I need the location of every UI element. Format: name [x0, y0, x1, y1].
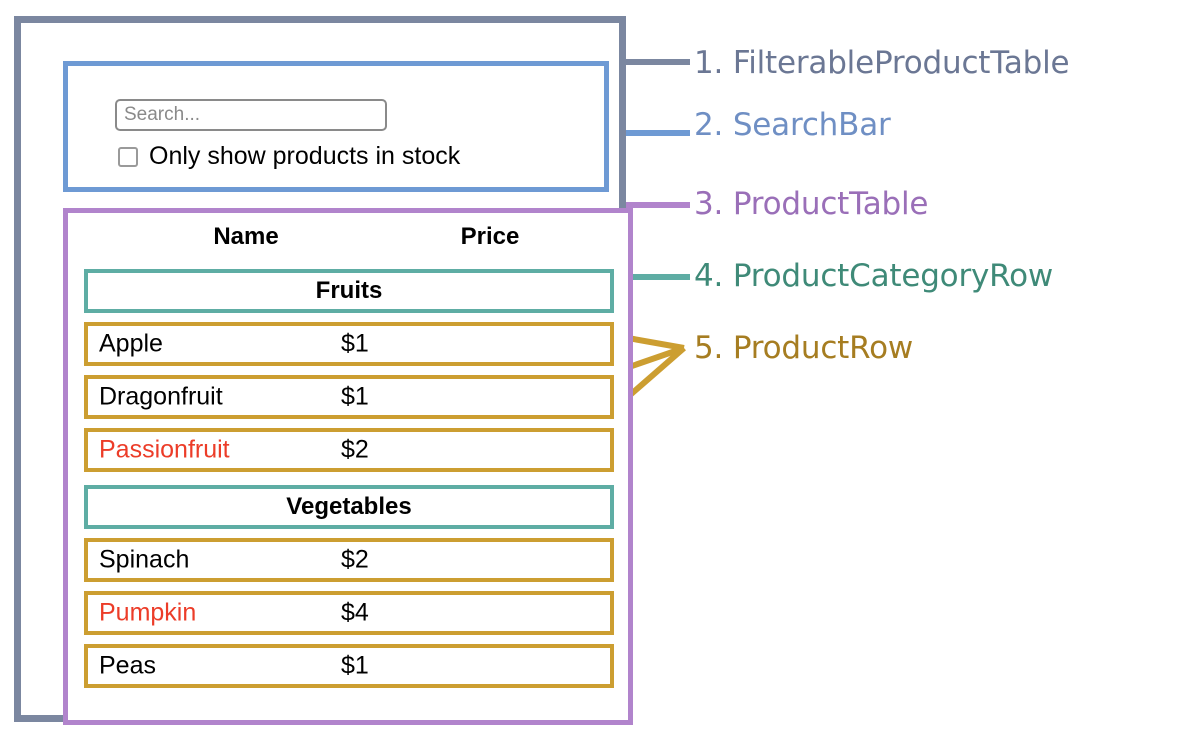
product-row: Passionfruit $2: [84, 428, 614, 472]
product-name: Dragonfruit: [99, 382, 223, 411]
product-price: $1: [341, 651, 369, 680]
product-row: Spinach $2: [84, 538, 614, 582]
product-price: $1: [341, 329, 369, 358]
product-price: $4: [341, 598, 369, 627]
search-bar-frame: Search... Only show products in stock: [63, 61, 609, 192]
product-table-header: Name Price: [68, 223, 618, 259]
product-row: Pumpkin $4: [84, 591, 614, 635]
product-category-row: Fruits: [84, 269, 614, 313]
product-row: Dragonfruit $1: [84, 375, 614, 419]
product-name: Pumpkin: [99, 598, 197, 627]
product-name: Peas: [99, 651, 156, 680]
product-table-body: Fruits Apple $1 Dragonfruit $1 Passionfr…: [84, 269, 614, 697]
product-price: $2: [341, 545, 369, 574]
legend-label-search-bar: 2. SearchBar: [694, 107, 891, 143]
product-table-frame: Name Price Fruits Apple $1 Dragonfruit $…: [63, 208, 633, 725]
product-category-label: Vegetables: [286, 493, 412, 520]
legend-label-product-category-row: 4. ProductCategoryRow: [694, 258, 1054, 294]
product-category-row: Vegetables: [84, 485, 614, 529]
product-row: Apple $1: [84, 322, 614, 366]
search-input[interactable]: Search...: [115, 99, 387, 131]
product-price: $2: [341, 435, 369, 464]
product-price: $1: [341, 382, 369, 411]
column-header-price: Price: [460, 223, 520, 250]
product-name: Spinach: [99, 545, 190, 574]
product-name: Apple: [99, 329, 163, 358]
in-stock-checkbox[interactable]: [118, 146, 138, 167]
filterable-product-table-frame: Search... Only show products in stock Na…: [14, 16, 633, 725]
product-row: Peas $1: [84, 644, 614, 688]
in-stock-checkbox-label: Only show products in stock: [149, 142, 461, 170]
product-category-label: Fruits: [315, 277, 383, 304]
product-name: Passionfruit: [99, 435, 230, 464]
column-header-name: Name: [213, 223, 279, 250]
in-stock-filter-row[interactable]: Only show products in stock: [118, 144, 460, 169]
legend-label-product-table: 3. ProductTable: [694, 186, 929, 222]
legend-label-filterable-product-table: 1. FilterableProductTable: [694, 45, 1070, 81]
legend-label-product-row: 5. ProductRow: [694, 330, 914, 366]
